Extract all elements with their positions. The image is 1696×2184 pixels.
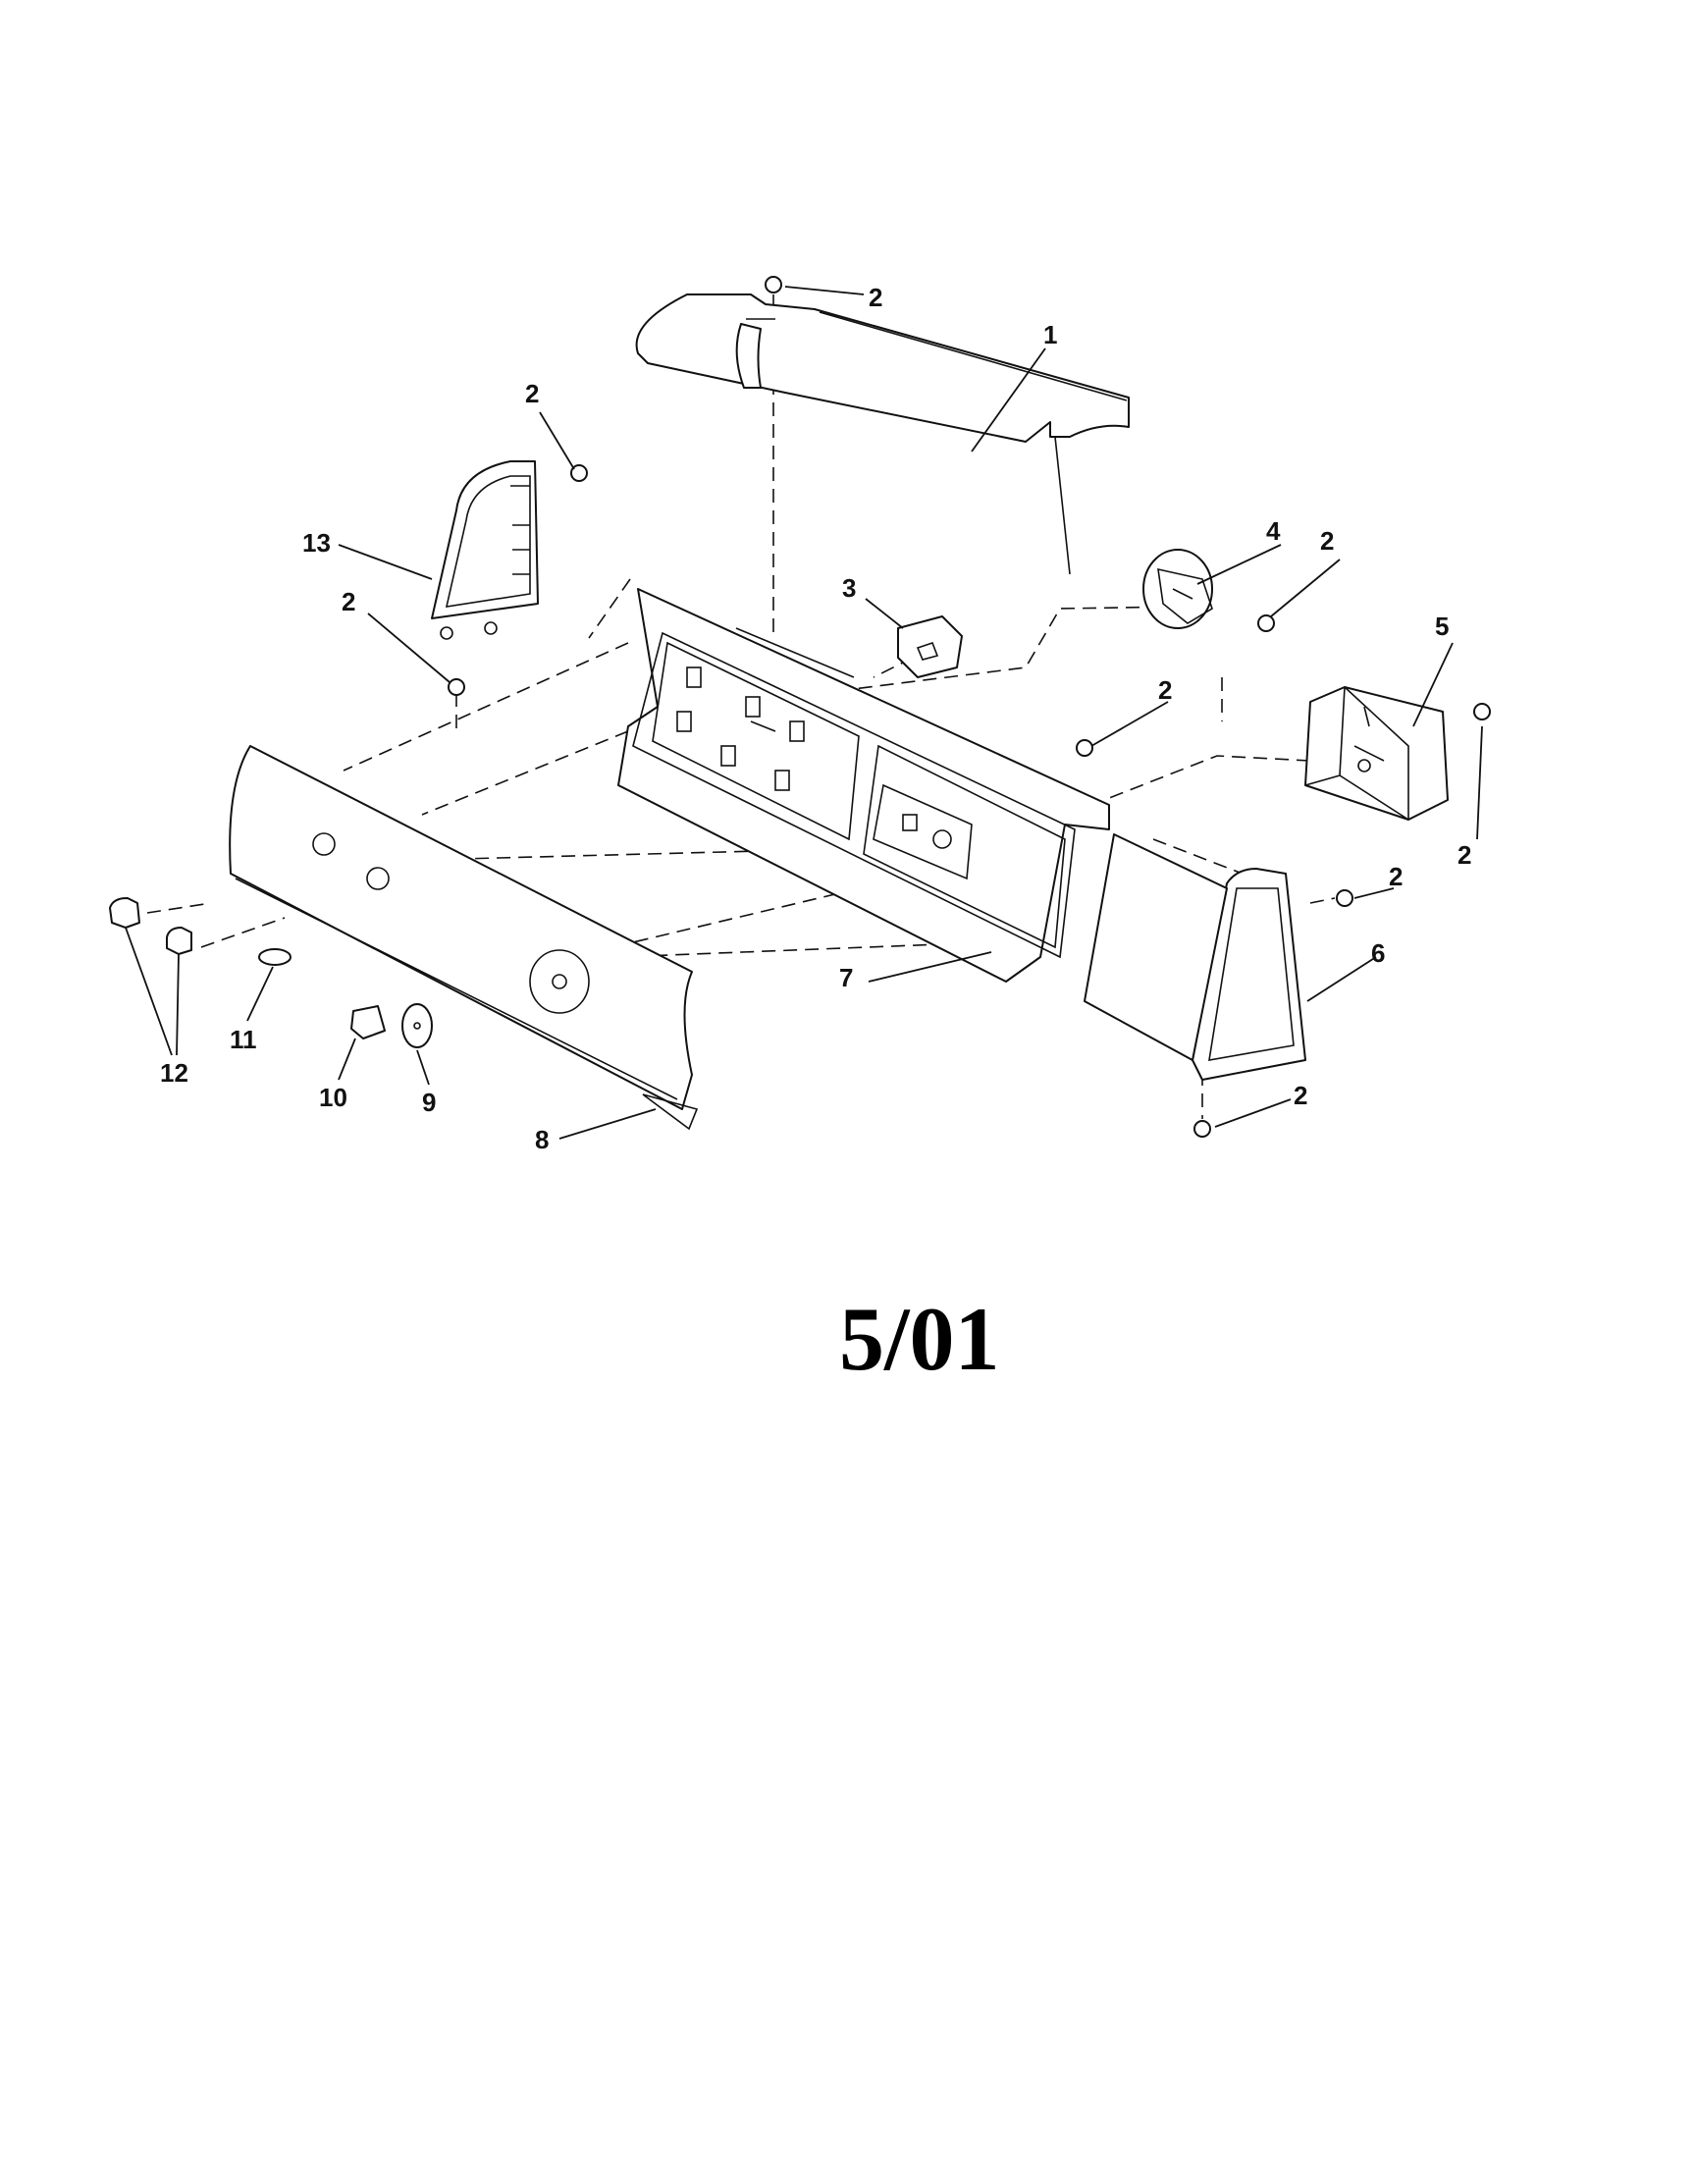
callout-4: 4 [1266, 516, 1281, 546]
callout-2-right-cap: 2 [1389, 862, 1403, 891]
leader-lines [125, 286, 1483, 1140]
part-12-knobs [109, 897, 192, 955]
callout-11: 11 [230, 1025, 257, 1054]
callout-10: 10 [319, 1083, 347, 1112]
callout-6: 6 [1371, 938, 1385, 968]
callout-2-panel: 2 [1158, 675, 1172, 705]
part-4-pressure-switch [1142, 549, 1213, 629]
date-code: 5/01 [839, 1289, 1000, 1389]
callout-13: 13 [302, 528, 331, 558]
part-7-control-panel-frame [617, 588, 1110, 983]
callout-3: 3 [842, 573, 856, 603]
part-8-front-console-panel [229, 745, 699, 1131]
callout-7: 7 [839, 963, 853, 992]
part-6-right-end-cap [1084, 833, 1306, 1081]
callout-2-left-cap-bottom: 2 [342, 587, 355, 616]
part-11-ring [258, 948, 292, 966]
screws [448, 276, 1491, 1138]
callout-9: 9 [422, 1088, 436, 1117]
part-10-timer-knob [350, 1005, 386, 1039]
callout-1: 1 [1043, 320, 1057, 349]
callout-2-left-cap-top: 2 [525, 379, 539, 408]
part-13-left-end-cap [431, 460, 539, 640]
part-9-dial-skirt [401, 1003, 433, 1048]
callout-5: 5 [1435, 612, 1449, 641]
callout-2-switch: 2 [1320, 526, 1334, 556]
callout-2-top: 2 [869, 283, 882, 312]
callout-2-timer: 2 [1458, 840, 1471, 870]
callout-2-bottom: 2 [1294, 1081, 1307, 1110]
callout-12: 12 [160, 1058, 188, 1088]
callout-8: 8 [535, 1125, 549, 1154]
part-5-timer [1304, 686, 1449, 821]
part-3-switch [897, 615, 963, 678]
callout-labels: 1 2 2 2 2 2 2 2 2 3 4 5 6 7 8 9 10 11 12… [160, 283, 1471, 1154]
